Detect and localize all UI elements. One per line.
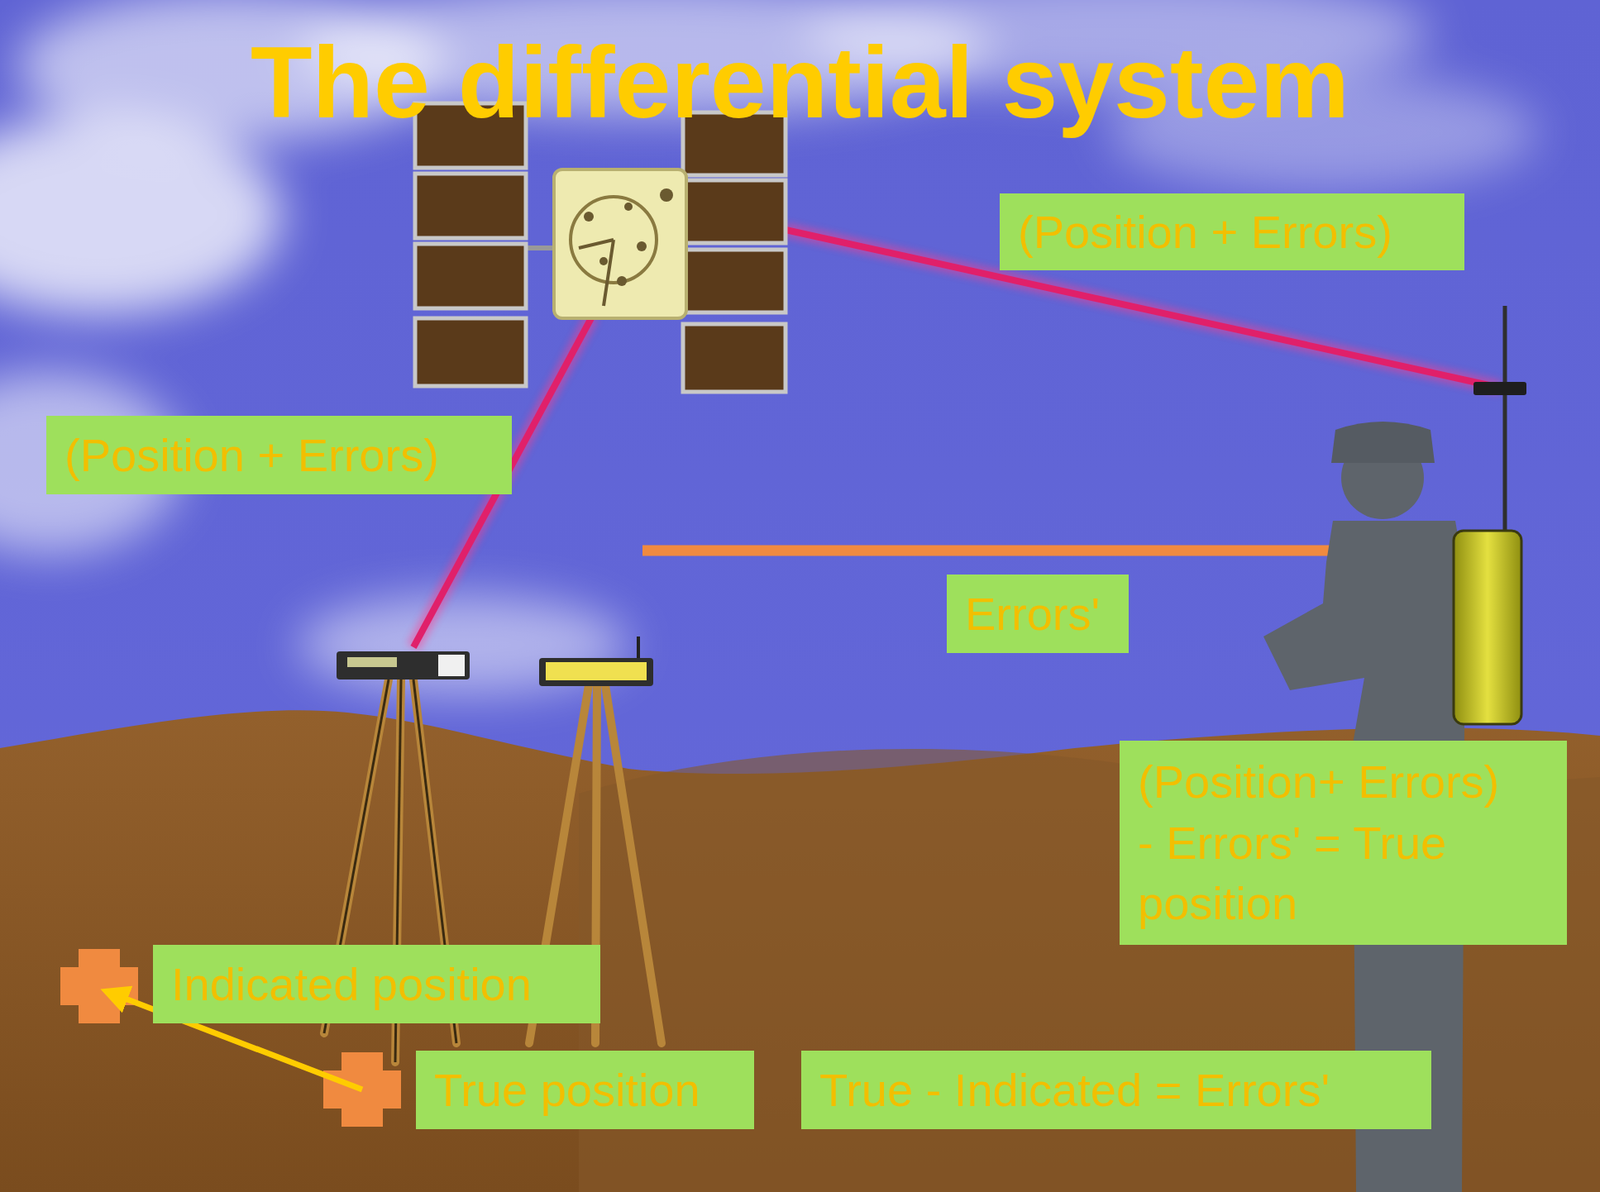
label-text: True - Indicated = Errors' — [819, 1060, 1330, 1122]
title: The differential system — [0, 29, 1600, 136]
label-text: True position — [434, 1060, 701, 1122]
label-text: (Position+ Errors) - Errors' = True posi… — [1137, 751, 1514, 936]
label-box: True position — [415, 1050, 755, 1130]
label-box: (Position + Errors) — [999, 193, 1465, 271]
label-box: (Position + Errors) — [46, 415, 512, 495]
label-text: (Position + Errors) — [1017, 201, 1393, 263]
label-box: Errors' — [946, 574, 1129, 654]
label-box: True - Indicated = Errors' — [801, 1050, 1432, 1130]
label-box: (Position+ Errors) - Errors' = True posi… — [1119, 740, 1567, 946]
label-text: Indicated position — [171, 954, 532, 1016]
label-box: Indicated position — [152, 945, 601, 1024]
label-text: (Position + Errors) — [64, 425, 440, 487]
label-text: Errors' — [964, 583, 1100, 645]
satellite — [415, 103, 786, 392]
indicated-position-marker — [60, 949, 139, 1024]
